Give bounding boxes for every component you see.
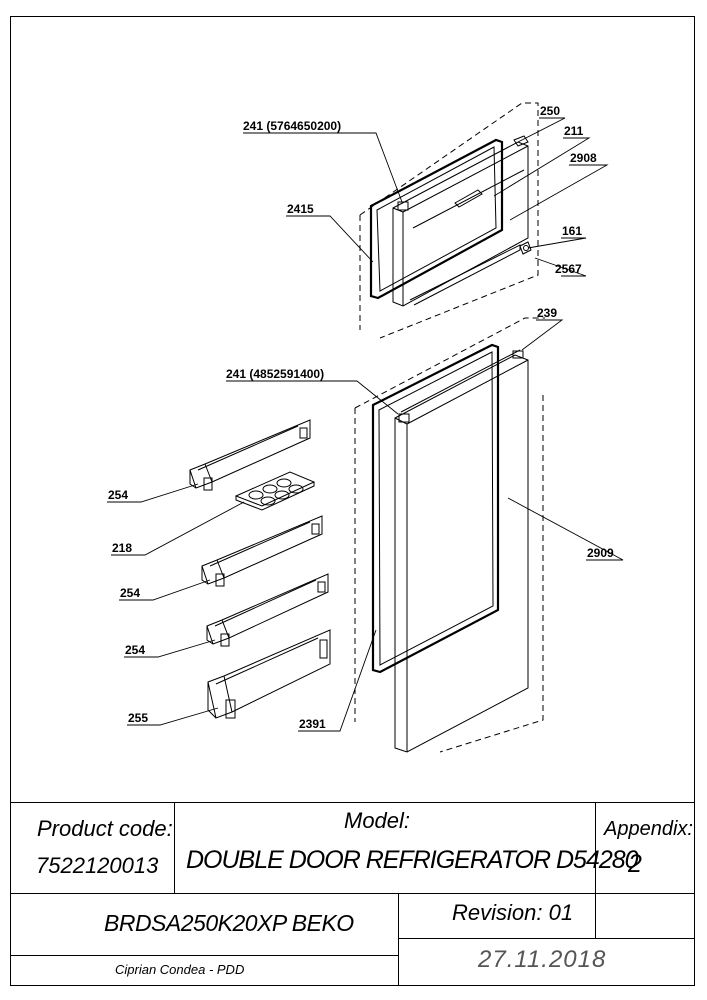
lower-door-assembly [354,317,545,753]
callout-211: 211 [564,124,584,138]
date: 27.11.2018 [478,946,607,973]
revision: Revision: 01 [452,900,574,925]
shelf-254-top [189,419,311,491]
callout-254-middle: 254 [120,586,141,600]
leader-lines [107,117,624,732]
callout-241-lower: 241 (4852591400) [226,367,325,381]
shelf-255-bottom [207,629,331,719]
upper-hinge-part [513,135,529,147]
drawing-frame [10,16,695,986]
upper-door-assembly [359,102,539,339]
callout-2391: 2391 [299,717,326,731]
appendix-label: Appendix: [604,818,693,840]
author: Ciprian Condea - PDD [115,962,245,977]
callout-241-upper: 241 (5764650200) [243,119,342,133]
upper-door-dashed-outline [359,102,539,339]
shelf-254-middle [201,515,323,587]
model-code: BRDSA250K20XP BEKO [104,910,354,936]
callout-218: 218 [112,541,133,555]
upper-door-gasket [369,138,504,300]
callout-2567: 2567 [555,262,582,276]
product-code-value: 7522120013 [36,853,159,878]
appendix-value: 2 [628,850,642,878]
model-value: DOUBLE DOOR REFRIGERATOR D54280 [186,846,639,874]
callout-239: 239 [537,306,558,320]
callout-2415: 2415 [287,202,314,216]
callout-254-lower: 254 [125,643,146,657]
model-label: Model: [344,808,411,833]
lower-door-panel [394,349,529,753]
upper-door-panel [392,141,529,307]
callout-254-top: 254 [108,488,129,502]
callout-2909: 2909 [587,546,614,560]
callout-255: 255 [128,711,149,725]
shelf-254-lower [206,573,329,647]
egg-tray-218 [234,471,316,511]
lower-door-gasket [371,343,500,674]
callout-250: 250 [540,104,561,118]
callout-161: 161 [562,224,583,238]
callout-2908: 2908 [570,151,597,165]
product-code-label: Product code: [37,816,173,841]
